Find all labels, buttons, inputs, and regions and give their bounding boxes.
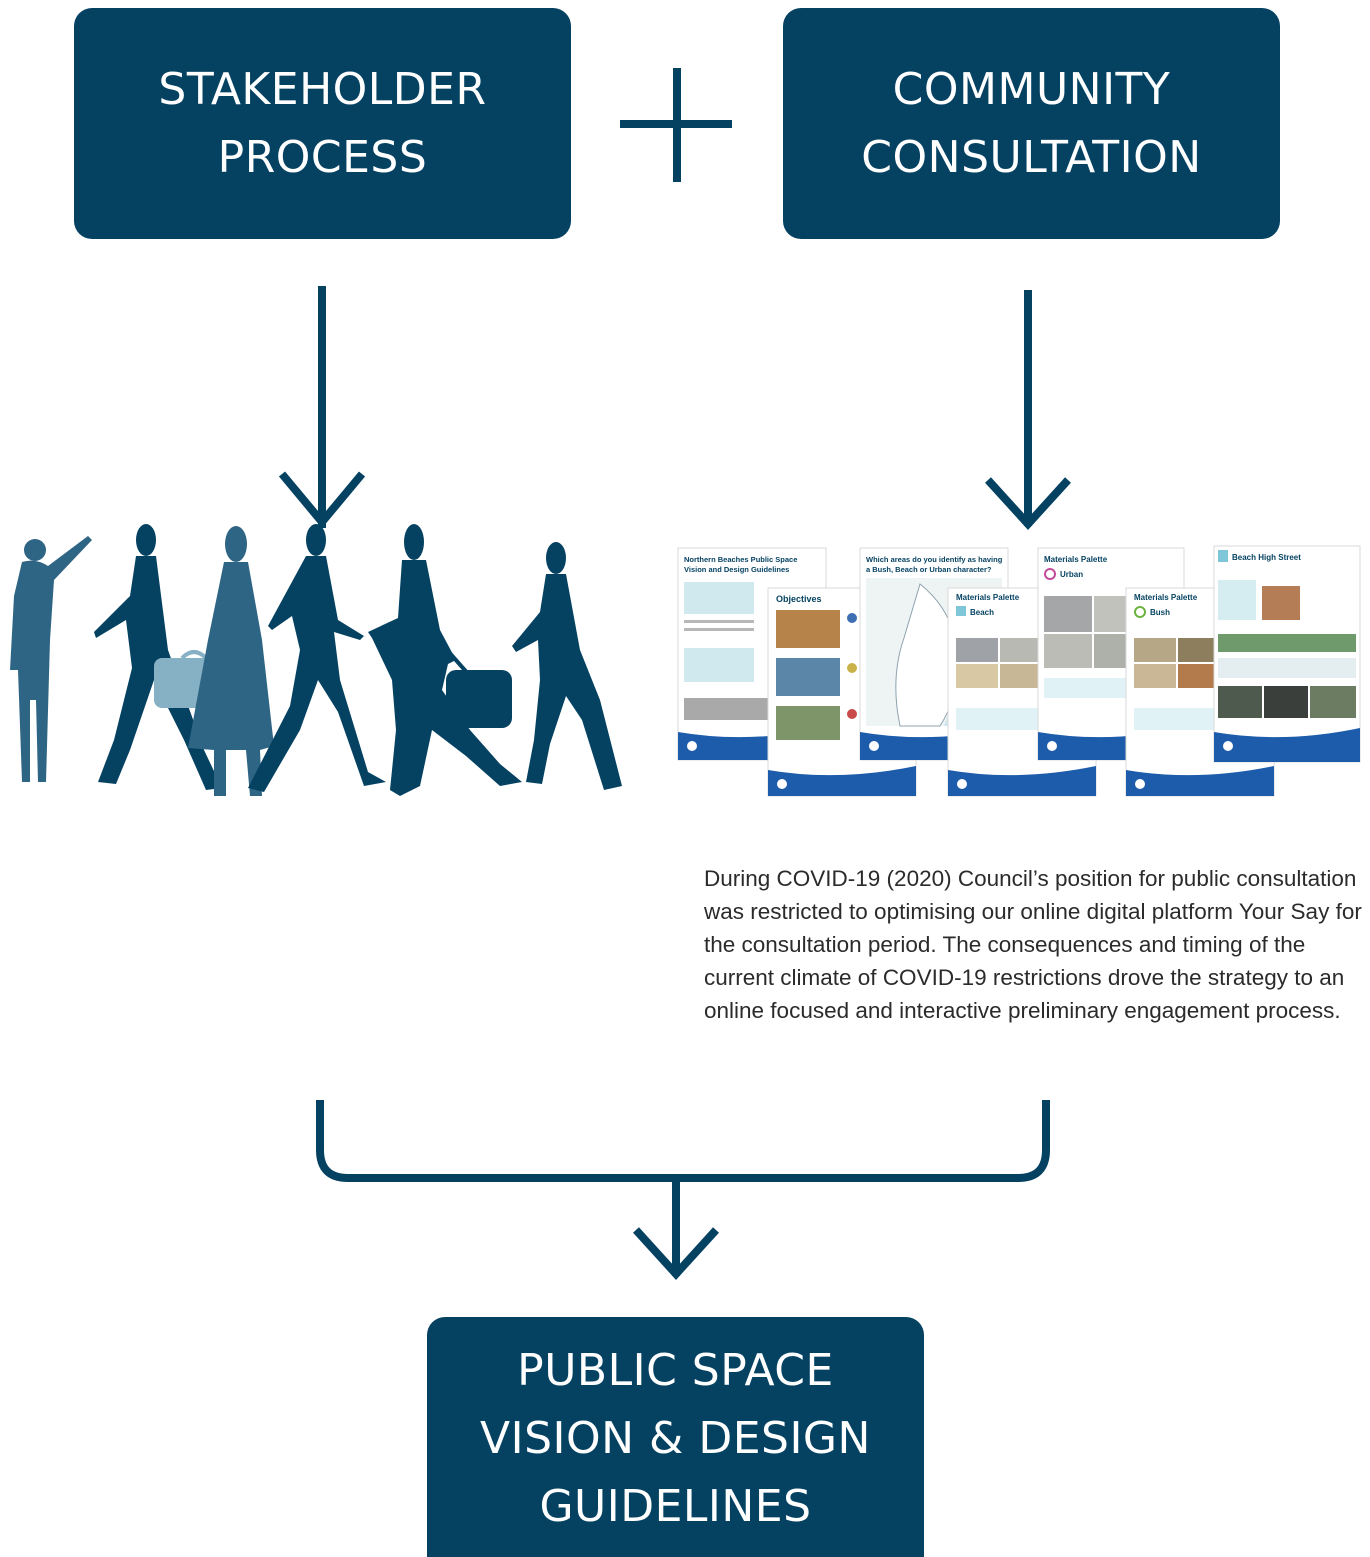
outcome-line1: PUBLIC SPACE (517, 1345, 834, 1396)
svg-text:Urban: Urban (1060, 570, 1083, 579)
people-illustration (10, 524, 622, 796)
stakeholder-line1: STAKEHOLDER (158, 63, 487, 115)
person-coat-icon (188, 526, 274, 796)
merge-bracket (316, 1100, 1050, 1182)
document-thumbnail: Beach High Street (1213, 545, 1361, 763)
arrow-down-left (278, 286, 366, 529)
arrow-down-bottom (633, 1178, 719, 1280)
person-waving-icon (10, 536, 92, 782)
arrow-down-right (985, 290, 1071, 530)
community-line2: CONSULTATION (861, 131, 1202, 183)
person-bag-icon (368, 524, 522, 796)
svg-text:Materials Palette: Materials Palette (956, 593, 1020, 602)
svg-text:a Bush, Beach or Urban charact: a Bush, Beach or Urban character? (866, 565, 992, 574)
svg-text:Materials Palette: Materials Palette (1134, 593, 1198, 602)
community-line1: COMMUNITY (892, 63, 1171, 115)
svg-text:Which areas do you identify as: Which areas do you identify as having (866, 555, 1003, 564)
svg-text:Beach: Beach (970, 608, 994, 617)
stakeholder-process-box: STAKEHOLDER PROCESS (74, 8, 571, 239)
consultation-documents: Northern Beaches Public Space Vision and… (677, 545, 1361, 797)
stakeholder-line2: PROCESS (217, 131, 428, 183)
svg-text:Vision and Design Guidelines: Vision and Design Guidelines (684, 565, 789, 574)
svg-text:Northern Beaches Public Space: Northern Beaches Public Space (684, 555, 797, 564)
person-walking-icon (512, 542, 622, 790)
svg-text:Beach High Street: Beach High Street (1232, 553, 1301, 562)
person-walking-icon (248, 524, 386, 792)
community-consultation-box: COMMUNITY CONSULTATION (783, 8, 1280, 239)
outcome-line2: VISION & DESIGN (480, 1413, 871, 1464)
consultation-description: During COVID-19 (2020) Council’s positio… (704, 866, 1362, 1023)
svg-text:Bush: Bush (1150, 608, 1170, 617)
outcome-line3: GUIDELINES (539, 1481, 812, 1532)
public-space-guidelines-box: PUBLIC SPACE VISION & DESIGN GUIDELINES (427, 1317, 924, 1557)
plus-icon (620, 68, 732, 182)
svg-text:Objectives: Objectives (776, 594, 822, 604)
svg-text:Materials Palette: Materials Palette (1044, 555, 1108, 564)
